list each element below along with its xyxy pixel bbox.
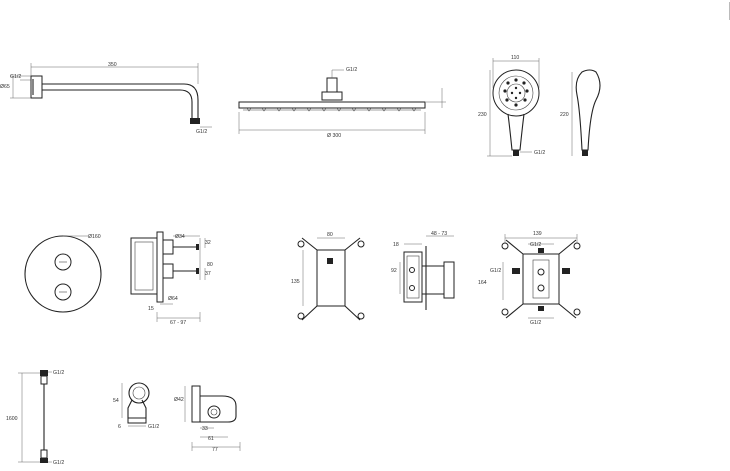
frame-thread-bottom-label: G1/2 — [530, 320, 541, 326]
arm-length-label: 350 — [108, 62, 117, 68]
hand-width-label: 110 — [511, 55, 519, 61]
box-side-92-label: 92 — [391, 268, 397, 274]
mounting-box-front-drawing: 80 135 — [291, 232, 365, 321]
valve-dim-32-label: 32 — [205, 240, 211, 246]
valve-plate-label: Ø160 — [88, 234, 101, 240]
hand-shower-front-drawing: 110 230 G1/2 — [478, 55, 545, 157]
arm-flange-label: Ø65 — [0, 84, 10, 90]
valve-d1-label: Ø34 — [175, 234, 185, 240]
elbow-height-label: 54 — [113, 398, 119, 404]
elbow-thread-label: G1/2 — [148, 424, 159, 430]
holder-77-label: 77 — [212, 447, 218, 453]
box-width-label: 80 — [327, 232, 333, 238]
holder-diameter-label: Ø42 — [174, 397, 184, 403]
head-thread-label: G1/2 — [346, 67, 357, 73]
holder-61-label: 61 — [208, 436, 214, 442]
head-shower-drawing: G1/2 Ø 300 — [238, 67, 446, 139]
frame-thread-top-label: G1/2 — [530, 242, 541, 248]
box-side-depth-label: 48 - 73 — [431, 231, 447, 237]
valve-d2-label: Ø64 — [168, 296, 178, 302]
frame-width-label: 139 — [533, 231, 542, 237]
hand-thread-label: G1/2 — [534, 150, 545, 156]
valve-dim-37-label: 37 — [205, 271, 211, 277]
thermostat-side-drawing: Ø34 Ø64 32 80 37 15 67 - 97 — [130, 231, 213, 326]
shower-arm-drawing: 350 G1/2 Ø65 G1/2 — [0, 62, 212, 135]
thermostat-plate-drawing: Ø160 — [24, 234, 102, 313]
arm-thread-top-label: G1/2 — [10, 74, 21, 80]
hand-height-label: 230 — [478, 112, 487, 118]
box-side-18-label: 18 — [393, 242, 399, 248]
hand-shower-side-drawing: 220 — [560, 69, 601, 156]
shower-hose-drawing: 1600 G1/2 G1/2 — [6, 370, 64, 466]
valve-dim-80-label: 80 — [207, 262, 213, 268]
wall-elbow-drawing: 54 6 G1/2 — [113, 382, 159, 430]
hose-length-label: 1600 — [6, 416, 18, 422]
mounting-frame-drawing: 139 G1/2 G1/2 164 G1/2 — [478, 231, 581, 326]
arm-thread-bottom-label: G1/2 — [196, 129, 207, 135]
shower-holder-drawing: Ø42 33 61 77 — [174, 385, 241, 453]
frame-height-label: 164 — [478, 280, 487, 286]
head-diameter-label: Ø 300 — [327, 133, 341, 139]
hand-side-height-label: 220 — [560, 112, 569, 118]
hose-thread-bottom-label: G1/2 — [53, 460, 64, 466]
holder-33-label: 33 — [202, 426, 208, 432]
elbow-6-label: 6 — [118, 424, 121, 430]
spray-nozzles — [503, 78, 529, 107]
frame-thread-left-label: G1/2 — [490, 268, 501, 274]
hose-thread-top-label: G1/2 — [53, 370, 64, 376]
valve-dim-15-label: 15 — [148, 306, 154, 312]
mounting-box-side-drawing: 18 48 - 73 92 — [391, 231, 455, 310]
box-height-label: 135 — [291, 279, 300, 285]
valve-depth-label: 67 - 97 — [170, 320, 186, 326]
